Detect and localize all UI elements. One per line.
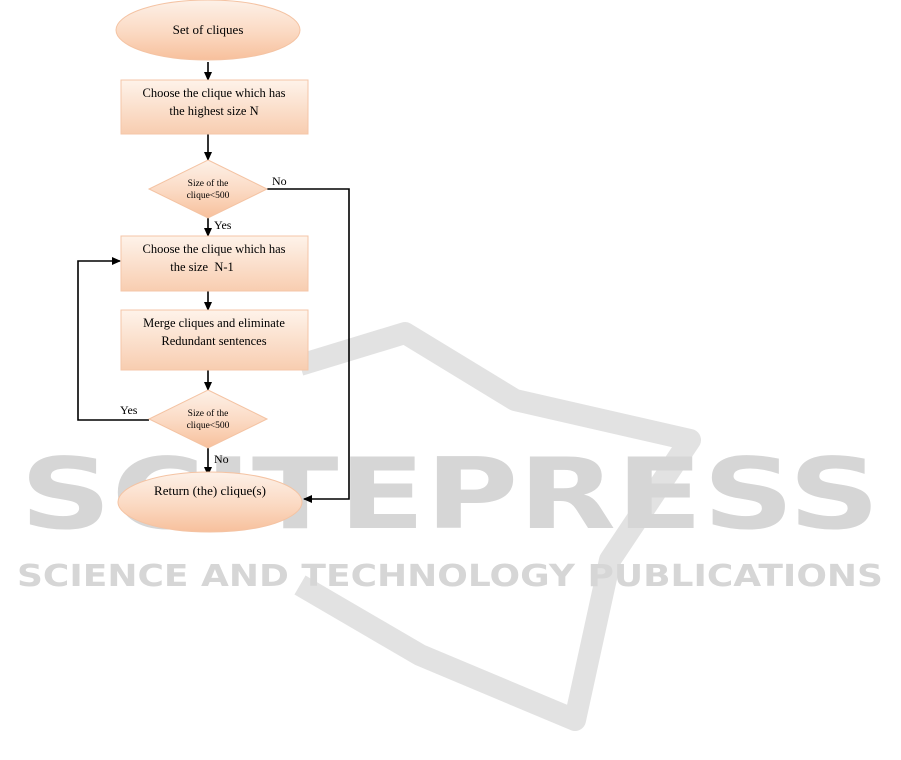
step3-line2: Redundant sentences: [161, 334, 266, 348]
step1-line2: the highest size N: [169, 104, 258, 118]
decision2-yes-label: Yes: [120, 403, 138, 417]
step2-line2: the size N-1: [170, 260, 234, 274]
step-size-n-minus-1: Choose the clique which has the size N-1: [121, 236, 308, 291]
decision1-line1: Size of the: [188, 178, 229, 189]
decision1-diamond: [149, 160, 267, 218]
decision1-line2: clique<500: [187, 191, 230, 201]
decision-size-check-1: Size of the clique<500 No Yes: [149, 160, 287, 232]
start-label: Set of cliques: [173, 22, 244, 37]
step3-line1: Merge cliques and eliminate: [143, 316, 285, 330]
decision1-yes-label: Yes: [214, 218, 232, 232]
decision1-no-label: No: [272, 174, 287, 188]
end-terminal: Return (the) clique(s): [118, 472, 302, 532]
step2-line1: Choose the clique which has: [142, 242, 285, 256]
decision2-line1: Size of the: [188, 408, 229, 419]
start-terminal: Set of cliques: [116, 0, 300, 60]
decision2-no-label: No: [214, 452, 229, 466]
end-ellipse: [118, 472, 302, 532]
watermark-subtitle: SCIENCE AND TECHNOLOGY PUBLICATIONS: [17, 559, 883, 594]
watermark: SCITEPRESS SCIENCE AND TECHNOLOGY PUBLIC…: [17, 333, 883, 720]
step-merge-cliques: Merge cliques and eliminate Redundant se…: [121, 310, 308, 370]
decision2-line2: clique<500: [187, 421, 230, 431]
step-highest-size: Choose the clique which has the highest …: [121, 80, 308, 134]
end-label: Return (the) clique(s): [154, 483, 266, 498]
step1-line1: Choose the clique which has: [142, 86, 285, 100]
